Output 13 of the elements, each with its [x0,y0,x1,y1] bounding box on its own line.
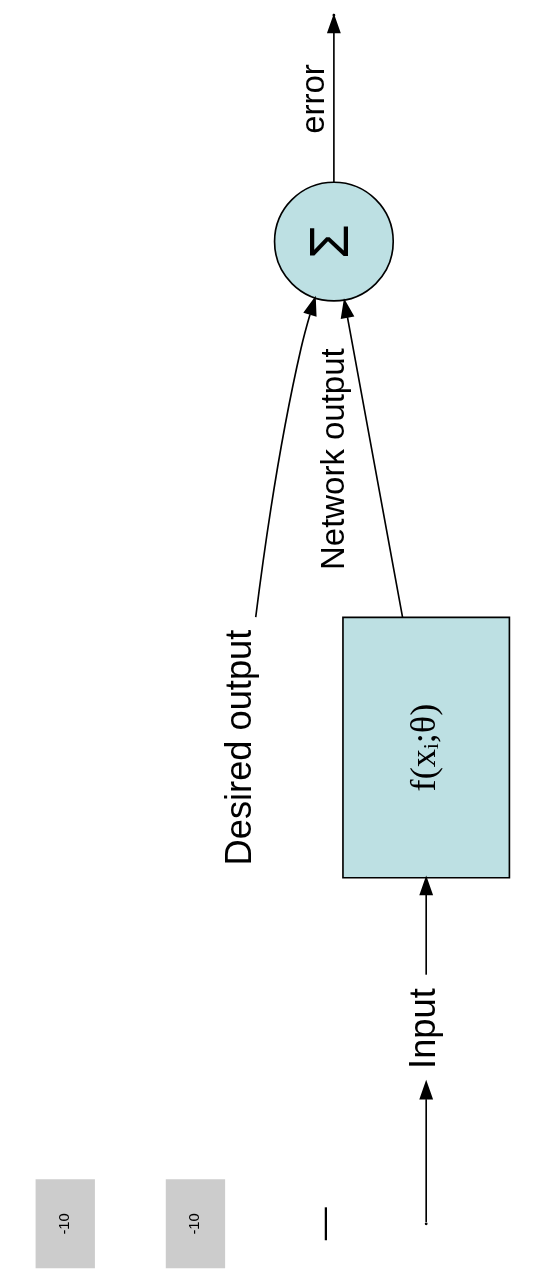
node-text: Desired output [217,629,259,866]
arrow [340,298,403,618]
node-circle: Σ [273,181,394,302]
arrow [418,875,433,976]
arrow [418,1079,433,1223]
arrow [254,295,317,618]
label: -10 [55,1213,72,1235]
edge-label: Network output [313,348,351,570]
node-text: Input [401,988,443,1069]
node-box: f(xᵢ;θ) [341,616,510,879]
label: -10 [185,1213,202,1235]
edge-label: error [293,64,331,134]
label: — [303,1207,341,1241]
